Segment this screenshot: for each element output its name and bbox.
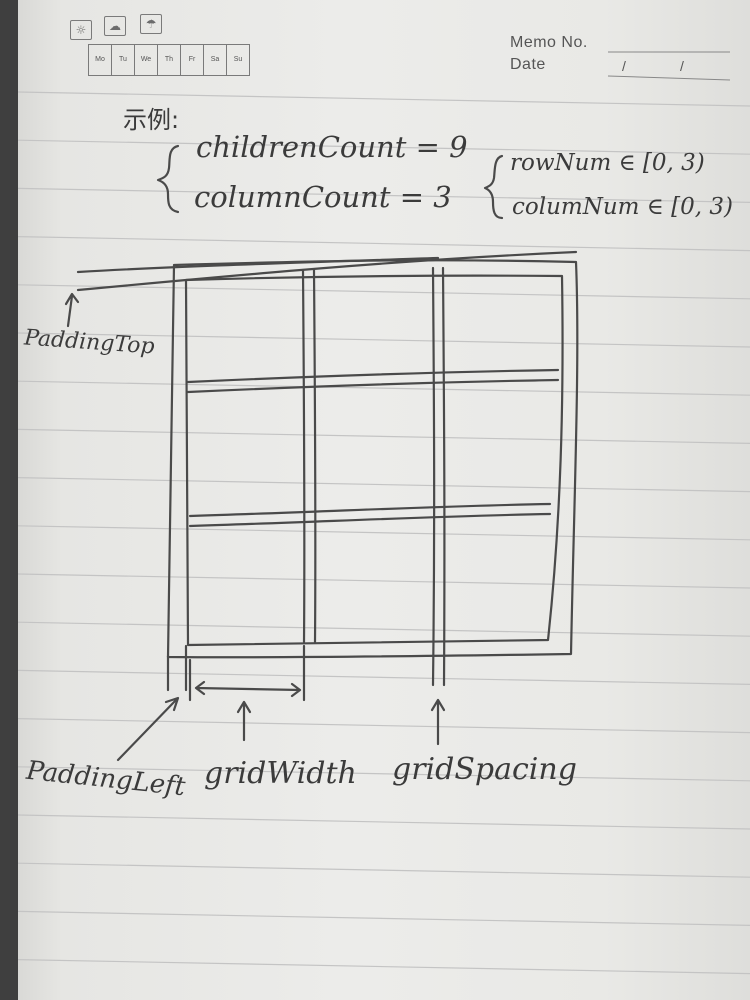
ruled-line (18, 428, 750, 444)
ruled-line (18, 187, 750, 203)
umbrella-icon: ☂ (140, 14, 162, 34)
ruled-line (18, 139, 750, 155)
ruled-line (18, 525, 750, 541)
weekday-su[interactable]: Su (233, 56, 243, 63)
weekday-th[interactable]: Th (158, 45, 181, 75)
ruled-line (18, 91, 750, 107)
weekday-we[interactable]: We (135, 45, 158, 75)
row-divider-2a (188, 502, 552, 518)
grid-spacing-label: gridSpacing (392, 752, 577, 787)
row-divider-1a (186, 368, 560, 384)
column-divider-1b (312, 268, 317, 644)
weekday-tu[interactable]: Tu (112, 45, 135, 75)
weekday-sa[interactable]: Sa (204, 45, 227, 75)
grid-bounds (184, 274, 564, 647)
column-divider-2a (431, 266, 436, 687)
ruled-line (18, 332, 750, 348)
ruled-lines (18, 51, 750, 975)
grid-width-arrow (236, 700, 252, 742)
cloud-icon: ☁ (104, 16, 126, 36)
row-divider-1b (186, 378, 560, 394)
outer-frame (166, 259, 579, 659)
date-separator-2: / (680, 58, 685, 74)
row-num-range-text: rowNum ∈ [0, 3) (510, 150, 705, 176)
children-count-text: childrenCount = 9 (196, 130, 468, 164)
padding-top-upper-line (76, 256, 440, 274)
ruled-line (18, 766, 750, 782)
example-label: 示例: (123, 106, 180, 134)
left-brace (156, 144, 180, 214)
date-separator-1: / (622, 58, 627, 74)
ruled-line (18, 959, 750, 975)
row-divider-2b (188, 512, 552, 528)
sun-icon: ☼ (70, 20, 92, 40)
column-divider-2b (441, 266, 446, 687)
date-label: Date (510, 56, 546, 73)
padding-left-arrow (116, 696, 180, 762)
ruled-line (18, 718, 750, 734)
weekday-mo[interactable]: Mo (89, 45, 112, 75)
ruled-line (18, 621, 750, 637)
column-num-range-text: columNum ∈ [0, 3) (512, 194, 733, 220)
weekday-fr[interactable]: Fr (181, 45, 204, 75)
date-underline (607, 75, 731, 81)
ruled-line (18, 380, 750, 396)
column-divider-1a (301, 268, 306, 644)
right-brace (483, 154, 504, 220)
grid-width-label: gridWidth (204, 756, 357, 791)
ruled-line (18, 814, 750, 830)
memo-no-label: Memo No. (510, 34, 588, 51)
weekday-selector: Mo Tu We Th Fr Sa Su (88, 44, 250, 76)
notebook-page: ☼ ☁ ☂ Mo Tu We Th Fr Sa Su Memo No. Date… (18, 0, 750, 1000)
column-count-text: columnCount = 3 (194, 180, 452, 214)
ruled-line (18, 573, 750, 589)
ruled-line (18, 910, 750, 926)
grid-layout-diagram (64, 144, 579, 762)
ruled-line (18, 862, 750, 878)
ruled-line (18, 477, 750, 493)
padding-top-arrow (64, 292, 80, 328)
ruled-line (18, 284, 750, 300)
padding-top-line (76, 250, 578, 292)
grid-spacing-arrow (430, 698, 446, 746)
grid-width-dimension (194, 680, 302, 698)
ruled-line (18, 669, 750, 685)
ruled-line (18, 236, 750, 252)
